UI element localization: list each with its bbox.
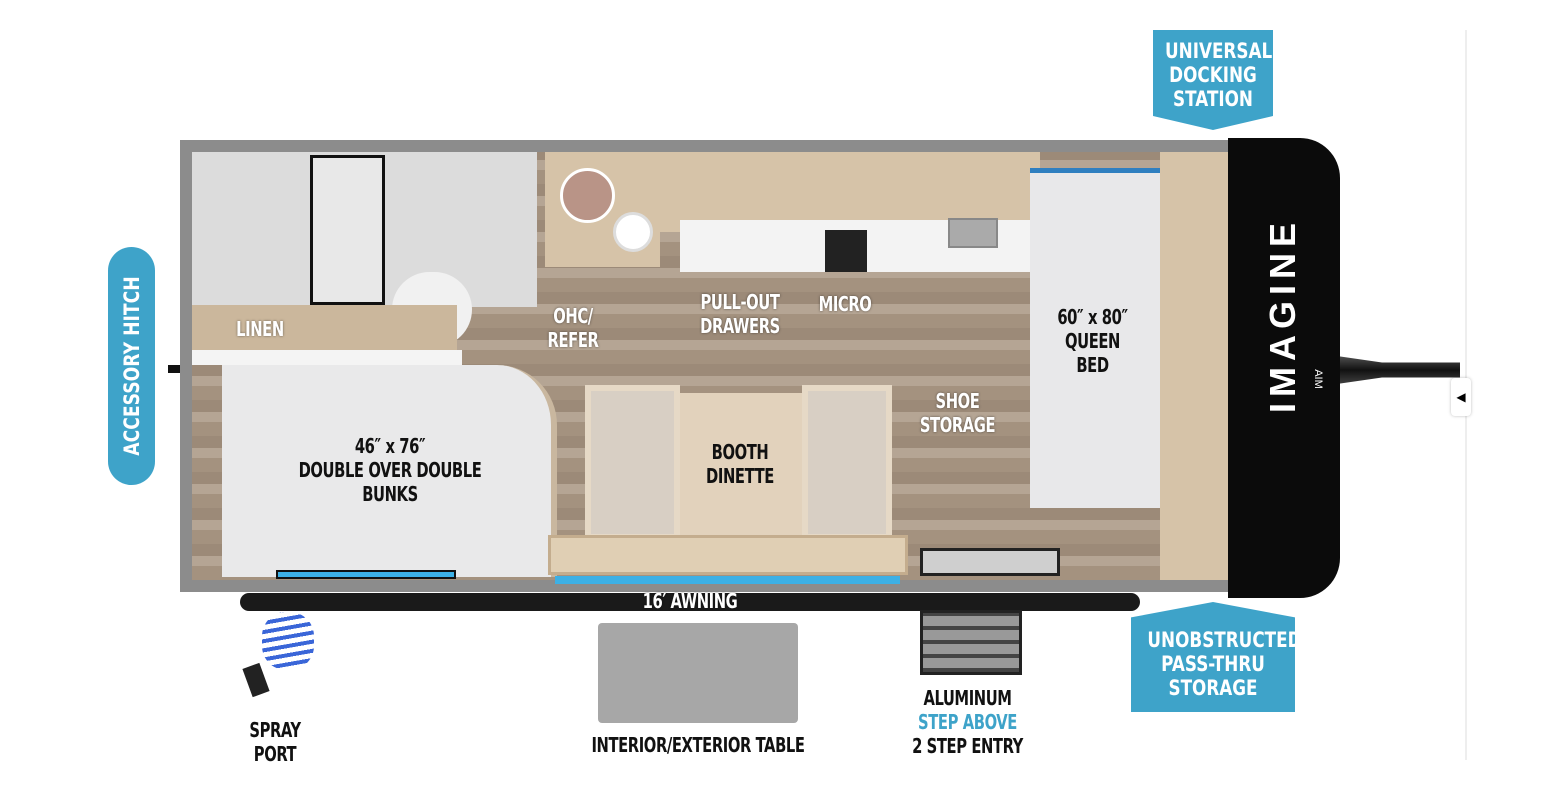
awning-label: 16′ AWNING: [642, 589, 738, 613]
universal-line: UNIVERSAL: [1165, 39, 1273, 63]
hitch-dot-left: [168, 365, 180, 373]
queen-size-line: 60″ x 80″: [1057, 305, 1128, 329]
entry-mat: [920, 548, 1060, 576]
double-over-double-line: DOUBLE OVER DOUBLE: [298, 458, 482, 482]
universal-docking-callout: UNIVERSAL DOCKING STATION: [1153, 30, 1273, 130]
pass-thru-line: PASS-THRU: [1161, 652, 1265, 676]
booth-line: BOOTH: [711, 440, 769, 464]
table-label: INTERIOR/EXTERIOR TABLE: [591, 733, 805, 757]
interior-exterior-table: [598, 623, 798, 723]
ohc-refer-label: OHC/REFER: [536, 304, 610, 352]
shoe-line: SHOE: [935, 389, 980, 413]
trailer-body: [180, 140, 1232, 592]
stove-icon: [825, 230, 867, 272]
brand-sub: AIM: [1311, 369, 1324, 389]
dinette-seat-left: [585, 385, 680, 540]
awning-bar: [240, 593, 1140, 611]
pass-thru-callout: UNOBSTRUCTED PASS-THRU STORAGE: [1131, 602, 1295, 712]
shower: [310, 155, 385, 305]
brand-logo: IMAGINE: [1262, 216, 1303, 413]
accessory-hitch-callout: ACCESSORY HITCH: [108, 247, 155, 485]
bunk-window: [276, 570, 456, 579]
docking-line: DOCKING: [1169, 63, 1257, 87]
triangle-left-icon: ◀: [1456, 390, 1466, 404]
linen-label: LINEN: [236, 317, 284, 341]
entry-steps: [920, 610, 1022, 675]
collapse-panel-button[interactable]: ◀: [1451, 378, 1471, 416]
accessory-hitch-text: ACCESSORY HITCH: [120, 276, 144, 456]
front-cap: IMAGINE AIM: [1228, 138, 1340, 598]
bookshelf: [548, 535, 908, 575]
bunks-line: BUNKS: [362, 482, 418, 506]
sink-icon: [948, 218, 998, 248]
refer-line: REFER: [547, 328, 599, 352]
bunk-size-line: 46″ x 76″: [354, 434, 426, 458]
bed-line: BED: [1076, 353, 1109, 377]
pass-thru-cabinet: [1160, 152, 1228, 580]
storage-line: STORAGE: [919, 413, 996, 437]
step-above-line: STEP ABOVE: [918, 710, 1017, 734]
dinette-window: [555, 576, 900, 584]
wall: [192, 350, 462, 365]
drawers-line: DRAWERS: [700, 314, 780, 338]
spray-line: SPRAY: [249, 718, 301, 742]
tongue-hitch: [1330, 355, 1460, 385]
queen-line: QUEEN: [1065, 329, 1120, 353]
storage-line: STORAGE: [1168, 676, 1258, 700]
pull-out-line: PULL-OUT: [700, 290, 780, 314]
queen-bed: [1030, 168, 1160, 508]
spray-nozzle-icon: [242, 662, 270, 698]
dinette-table: [680, 393, 802, 538]
micro-label: MICRO: [818, 292, 872, 316]
pot-icon: [560, 168, 615, 223]
linen-cabinet: [192, 305, 457, 350]
station-line: STATION: [1172, 87, 1253, 111]
dinette-line: DINETTE: [706, 464, 774, 488]
pan-icon: [613, 212, 653, 252]
hose-coil-icon: [262, 612, 314, 670]
two-step-entry-line: 2 STEP ENTRY: [912, 734, 1023, 758]
unobstructed-line: UNOBSTRUCTED: [1147, 628, 1302, 652]
dinette-seat-right: [802, 385, 892, 540]
ohc-line: OHC/: [553, 304, 593, 328]
port-line: PORT: [253, 742, 297, 766]
bunk-bed: [222, 365, 557, 577]
aluminum-line: ALUMINUM: [923, 686, 1012, 710]
